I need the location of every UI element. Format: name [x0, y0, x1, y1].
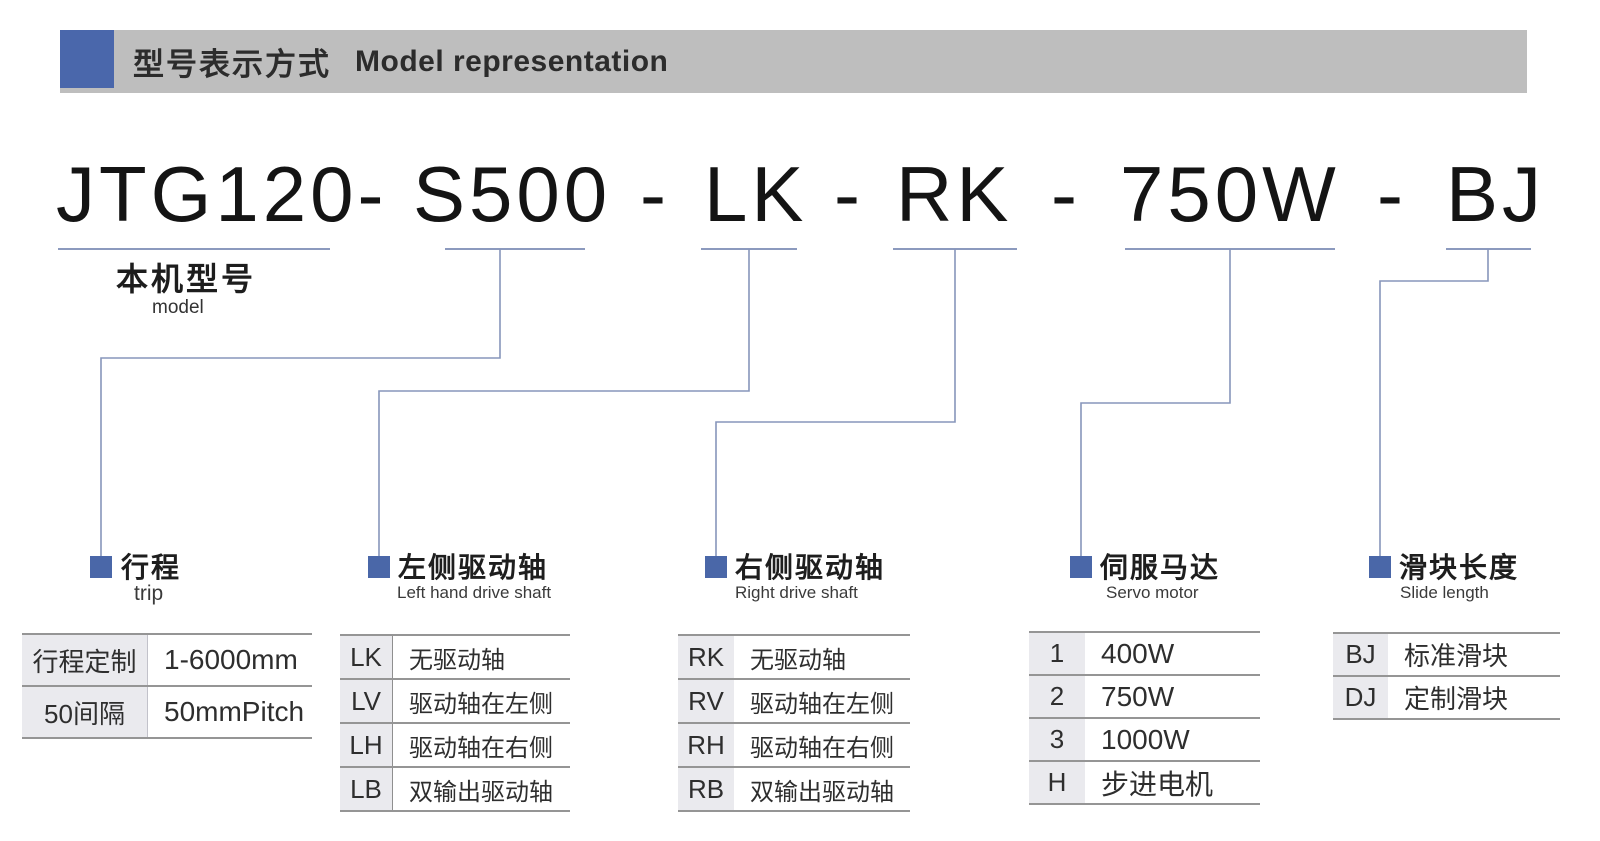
banner-title-zh: 型号表示方式 — [133, 47, 331, 82]
code-cell: LH — [340, 724, 393, 766]
banner-title: 型号表示方式 Model representation — [133, 30, 668, 93]
desc-cell: 驱动轴在左侧 — [750, 690, 894, 718]
left-shaft-label-zh: 左侧驱动轴 — [398, 552, 549, 583]
desc-cell: 无驱动轴 — [409, 646, 505, 674]
code-cell: RK — [678, 636, 734, 678]
model-segment-trip: S500 — [413, 150, 612, 238]
code-cell: RH — [678, 724, 734, 766]
code-cell: RB — [678, 768, 734, 810]
servo-label-zh: 伺服马达 — [1100, 552, 1221, 583]
table-row: RK 无驱动轴 — [678, 636, 910, 680]
code-cell: BJ — [1333, 634, 1388, 675]
model-segment-motor: 750W — [1120, 150, 1340, 238]
slide-bullet-square — [1369, 556, 1391, 578]
model-dash: - — [640, 150, 670, 238]
slide-label-zh: 滑块长度 — [1399, 552, 1520, 583]
trip-row-value: 50mmPitch — [164, 696, 305, 727]
trip-label-en: trip — [134, 582, 164, 605]
desc-cell: 无驱动轴 — [750, 646, 846, 674]
table-row: LB 双输出驱动轴 — [340, 768, 570, 812]
table-row: 3 1000W — [1029, 719, 1260, 762]
table-row: RH 驱动轴在右侧 — [678, 724, 910, 768]
trip-row-code: 行程定制 — [22, 635, 148, 685]
table-row: RB 双输出驱动轴 — [678, 768, 910, 812]
code-cell: H — [1029, 762, 1085, 803]
code-cell: 3 — [1029, 719, 1085, 760]
model-label-zh: 本机型号 — [116, 261, 257, 297]
model-segment-base: JTG120- — [56, 150, 388, 238]
desc-cell: 400W — [1101, 637, 1175, 669]
code-cell: LK — [340, 636, 393, 678]
section-banner — [60, 30, 1527, 93]
table-row: 行程定制 1-6000mm — [22, 635, 312, 687]
table-row: 50间隔 50mmPitch — [22, 687, 312, 739]
model-dash: - — [834, 150, 864, 238]
elbow-connectors — [100, 249, 1489, 556]
trip-label-zh: 行程 — [121, 552, 182, 583]
desc-cell: 1000W — [1101, 723, 1190, 755]
table-row: RV 驱动轴在左侧 — [678, 680, 910, 724]
table-row: BJ 标准滑块 — [1333, 634, 1560, 677]
trip-row-value: 1-6000mm — [164, 644, 298, 675]
right-shaft-label-zh: 右侧驱动轴 — [735, 552, 886, 583]
table-row: LK 无驱动轴 — [340, 636, 570, 680]
trip-bullet-square — [90, 556, 112, 578]
banner-accent-square — [60, 30, 114, 88]
desc-cell: 驱动轴在右侧 — [750, 734, 894, 762]
code-cell: 2 — [1029, 676, 1085, 717]
code-cell: RV — [678, 680, 734, 722]
right-shaft-label-en: Right drive shaft — [735, 583, 858, 602]
code-cell: 1 — [1029, 633, 1085, 674]
desc-cell: 750W — [1101, 680, 1175, 712]
desc-cell: 双输出驱动轴 — [750, 778, 894, 806]
desc-cell: 步进电机 — [1101, 768, 1214, 800]
model-segment-right-shaft: RK — [896, 150, 1013, 238]
table-row: LH 驱动轴在右侧 — [340, 724, 570, 768]
servo-bullet-square — [1070, 556, 1092, 578]
left-shaft-bullet-square — [368, 556, 390, 578]
table-row: H 步进电机 — [1029, 762, 1260, 805]
code-cell: DJ — [1333, 677, 1388, 718]
table-row: 2 750W — [1029, 676, 1260, 719]
servo-table: 1 400W 2 750W 3 1000W H 步进电机 — [1029, 631, 1260, 805]
desc-cell: 双输出驱动轴 — [409, 778, 553, 806]
trip-row-code: 50间隔 — [22, 687, 148, 737]
table-row: LV 驱动轴在左侧 — [340, 680, 570, 724]
right-shaft-table: RK 无驱动轴 RV 驱动轴在左侧 RH 驱动轴在右侧 RB 双输出驱动轴 — [678, 634, 910, 812]
slide-table: BJ 标准滑块 DJ 定制滑块 — [1333, 632, 1560, 720]
servo-label-en: Servo motor — [1106, 583, 1199, 602]
table-row: DJ 定制滑块 — [1333, 677, 1560, 720]
desc-cell: 驱动轴在右侧 — [409, 734, 553, 762]
model-dash: - — [1051, 150, 1081, 238]
slide-label-en: Slide length — [1400, 583, 1489, 602]
right-shaft-bullet-square — [705, 556, 727, 578]
model-segment-left-shaft: LK — [704, 150, 808, 238]
desc-cell: 标准滑块 — [1404, 641, 1509, 671]
model-label-en: model — [152, 297, 204, 318]
table-row: 1 400W — [1029, 633, 1260, 676]
trip-table: 行程定制 1-6000mm 50间隔 50mmPitch — [22, 633, 312, 739]
code-cell: LB — [340, 768, 393, 810]
desc-cell: 定制滑块 — [1404, 684, 1509, 714]
model-segment-slide: BJ — [1446, 150, 1546, 238]
model-dash: - — [1377, 150, 1407, 238]
left-shaft-table: LK 无驱动轴 LV 驱动轴在左侧 LH 驱动轴在右侧 LB 双输出驱动轴 — [340, 634, 570, 812]
code-cell: LV — [340, 680, 393, 722]
left-shaft-label-en: Left hand drive shaft — [397, 583, 552, 602]
desc-cell: 驱动轴在左侧 — [409, 690, 553, 718]
banner-title-en: Model representation — [355, 44, 669, 78]
